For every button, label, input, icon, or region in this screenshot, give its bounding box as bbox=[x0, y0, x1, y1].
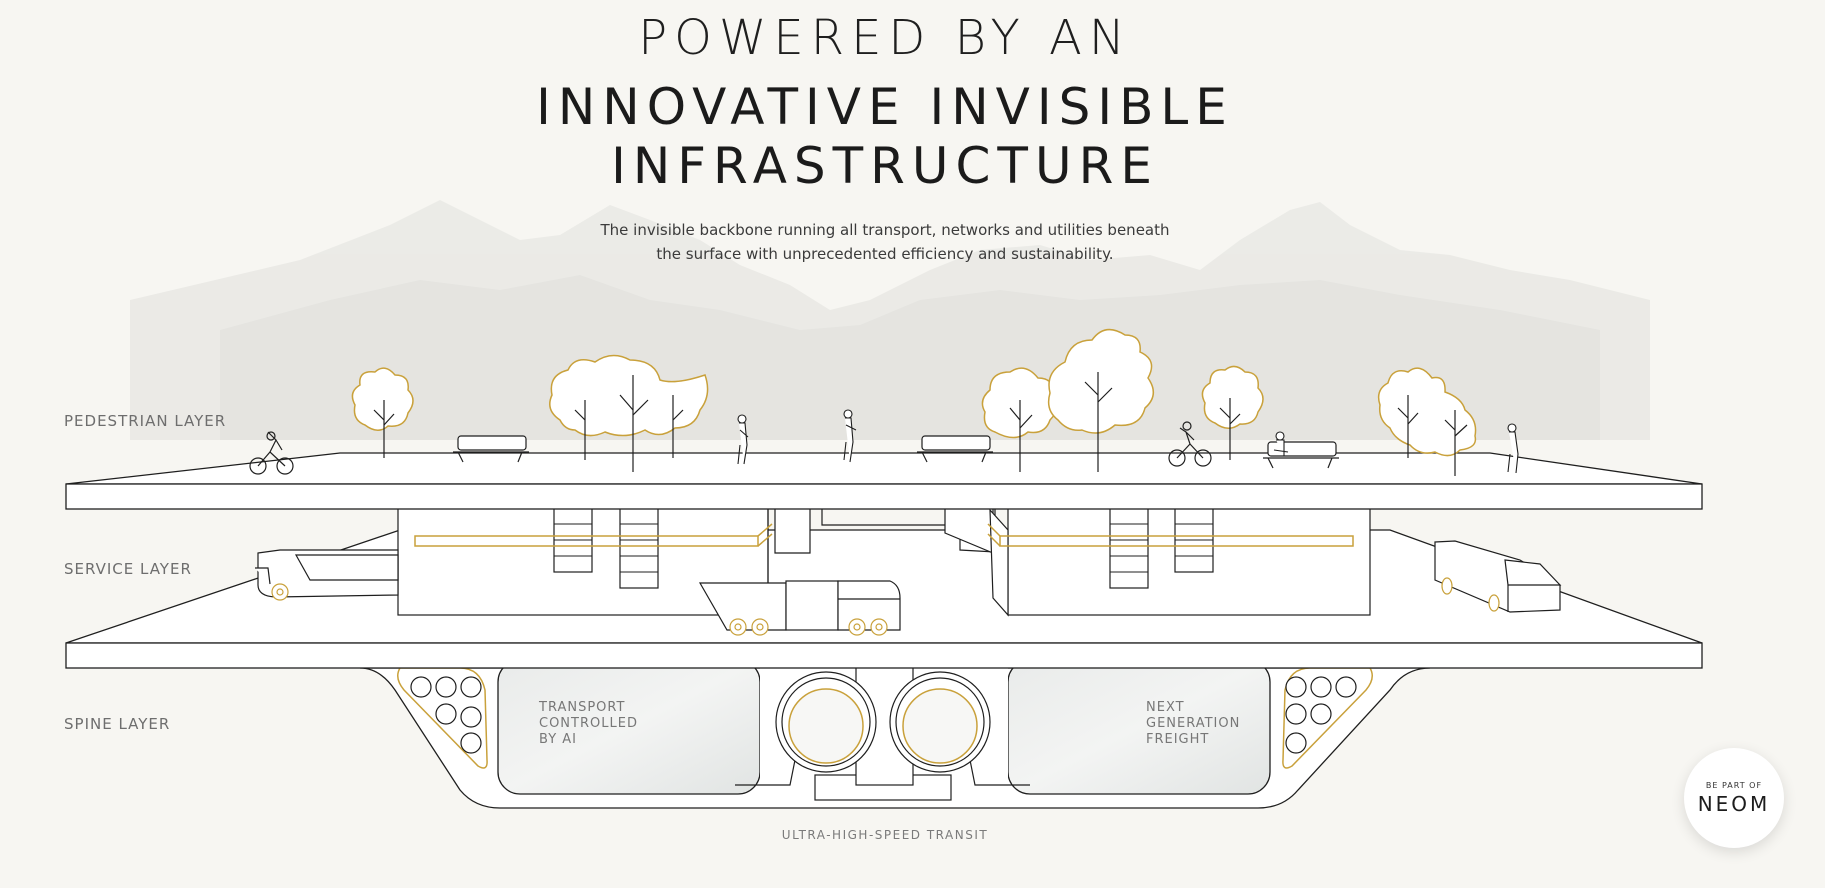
freight-line-2: GENERATION bbox=[1146, 716, 1241, 731]
transit-tubes bbox=[735, 659, 1030, 801]
cta-brand-text: NEOM bbox=[1697, 791, 1771, 816]
conduit-bundle-right bbox=[1282, 667, 1373, 769]
transport-ai-line-3: BY AI bbox=[539, 732, 578, 747]
trees bbox=[351, 328, 1477, 457]
pedestrian-icon bbox=[737, 409, 1519, 474]
pedestrian-layer-label: PEDESTRIAN LAYER bbox=[64, 412, 227, 430]
transport-ai-label: TRANSPORT CONTROLLED BY AI bbox=[539, 700, 638, 748]
transport-ai-line-2: CONTROLLED bbox=[539, 716, 638, 731]
description: The invisible backbone running all trans… bbox=[560, 218, 1210, 266]
title-line-2: INNOVATIVE INVISIBLE bbox=[536, 78, 1234, 136]
pillar-lines bbox=[554, 523, 1213, 573]
cta-small-text: BE PART OF bbox=[1705, 780, 1763, 790]
pedestrian-slab bbox=[65, 452, 1703, 510]
utility-lines bbox=[414, 523, 1354, 547]
bench-icon bbox=[453, 435, 1339, 469]
bus-icon bbox=[255, 549, 399, 601]
freight-line-1: NEXT bbox=[1146, 700, 1185, 715]
title-line-3: INFRASTRUCTURE bbox=[611, 137, 1159, 195]
service-blocks bbox=[397, 507, 1371, 617]
tree-icon bbox=[351, 367, 414, 431]
tree-icon bbox=[1047, 328, 1154, 434]
be-part-of-neom-button[interactable]: BE PART OF NEOM bbox=[1684, 748, 1784, 848]
transport-ai-line-1: TRANSPORT bbox=[539, 700, 626, 715]
spine-layer-label: SPINE LAYER bbox=[64, 715, 171, 733]
freight-label: NEXT GENERATION FREIGHT bbox=[1146, 700, 1240, 748]
delivery-truck-icon bbox=[698, 580, 901, 636]
tree-icon bbox=[549, 354, 709, 437]
conduit-bundle-left bbox=[397, 667, 488, 769]
description-line-2: the surface with unprecedented efficienc… bbox=[656, 245, 1114, 263]
description-line-1: The invisible backbone running all trans… bbox=[600, 221, 1170, 239]
title-line-1: POWERED BY AN bbox=[638, 10, 1132, 66]
service-layer-label: SERVICE LAYER bbox=[64, 560, 192, 578]
tree-icon bbox=[1377, 367, 1477, 457]
van-icon bbox=[1434, 540, 1562, 613]
freight-line-3: FREIGHT bbox=[1146, 732, 1210, 747]
cyclist-icon bbox=[249, 421, 1212, 475]
transit-label: ULTRA-HIGH-SPEED TRANSIT bbox=[781, 828, 989, 842]
tree-icon bbox=[1201, 365, 1264, 429]
tree-trunks bbox=[373, 372, 1468, 476]
